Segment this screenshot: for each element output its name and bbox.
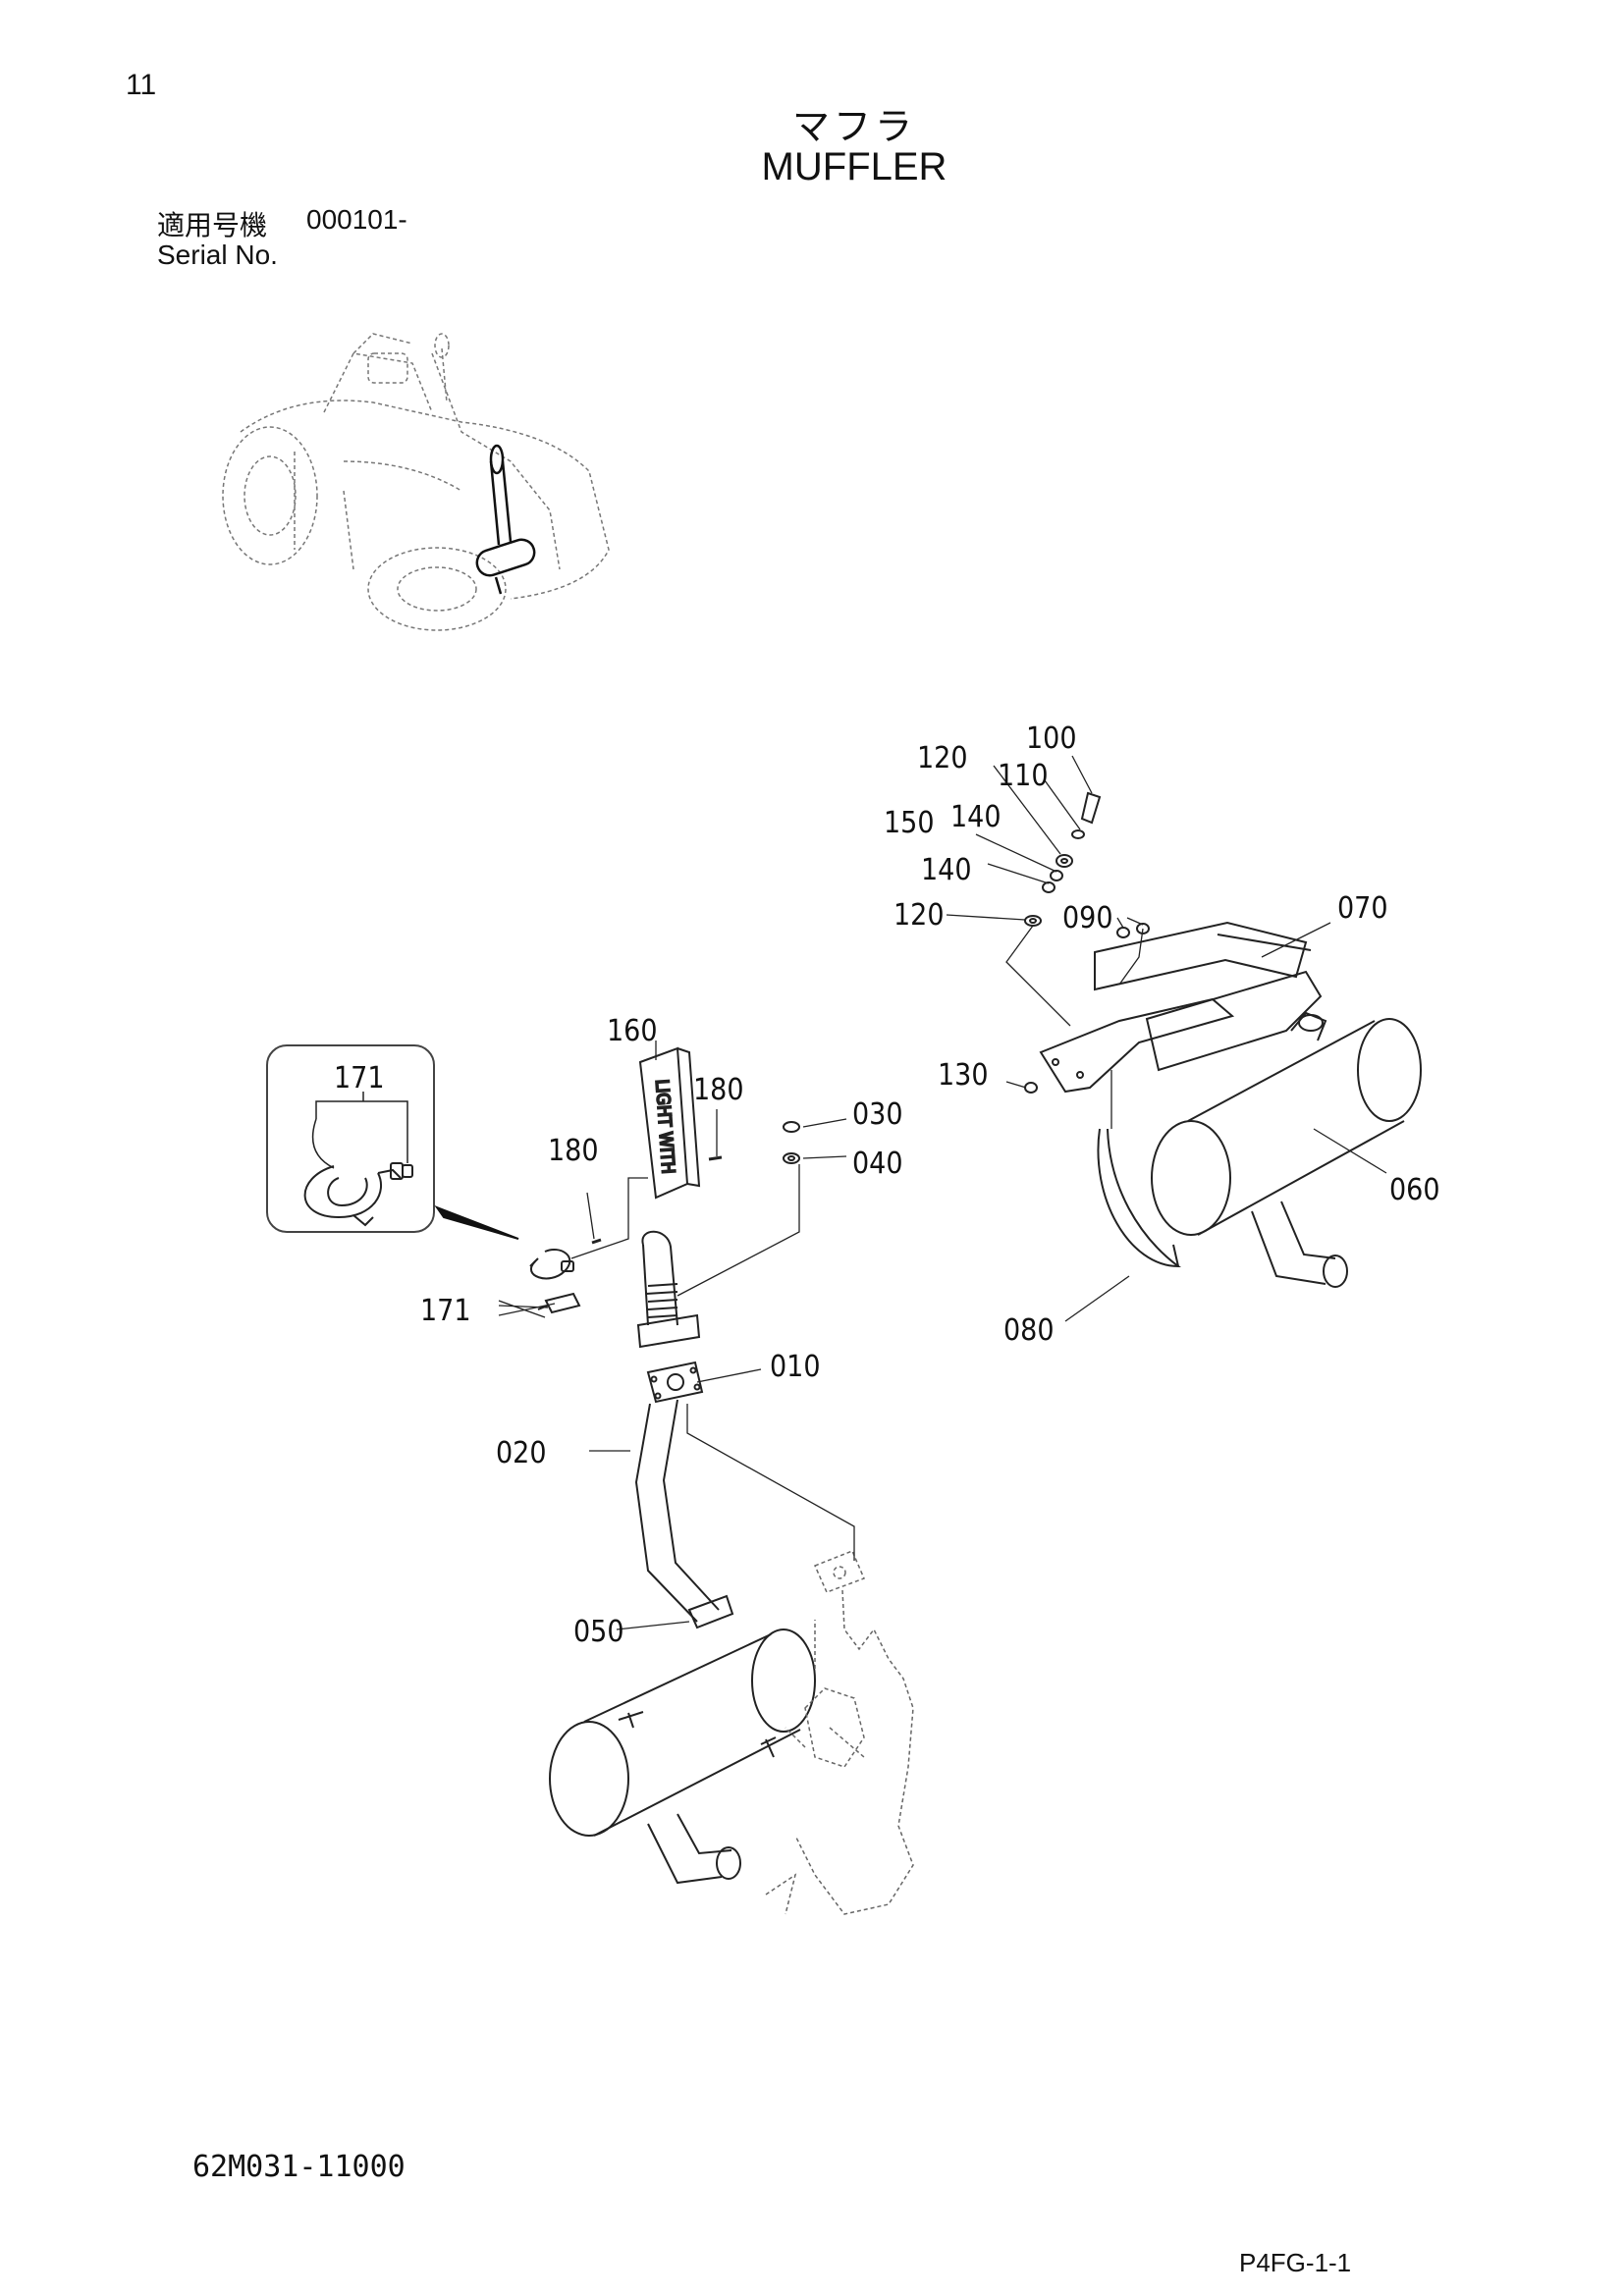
page-code: P4FG-1-1 (1239, 2248, 1352, 2277)
clamp-050 (687, 1594, 734, 1629)
page-number: 11 (126, 69, 157, 101)
callout-130: 130 (938, 1058, 989, 1093)
serial-label-japanese: 適用号機 (157, 209, 268, 241)
serial-label: Serial No. (157, 240, 278, 270)
engine-outline (765, 1550, 914, 1915)
callout-160: 160 (607, 1014, 658, 1048)
exhaust-elbow (636, 1230, 701, 1349)
callout-030: 030 (852, 1097, 903, 1132)
clamp-171 (529, 1249, 581, 1314)
page-title: MUFFLER (761, 145, 947, 188)
callout-010: 010 (770, 1350, 821, 1384)
callout-070: 070 (1337, 891, 1388, 926)
muffler-stay-070 (1094, 921, 1323, 1072)
callout-060: 060 (1389, 1173, 1440, 1207)
callout-100: 100 (1026, 721, 1077, 756)
muffler-band-080 (1097, 1128, 1182, 1268)
callout-140: 140 (950, 800, 1001, 834)
callout-120: 120 (917, 741, 968, 775)
nut-030 (783, 1121, 800, 1133)
bolts-180 (591, 1155, 723, 1245)
inset-pointer-arrow (434, 1204, 519, 1240)
tractor-overview-illustration (222, 333, 610, 631)
clamp-detail-inset (266, 1044, 435, 1233)
callout-171: 171 (420, 1294, 471, 1328)
heat-guard-label: LIGHT WITH (651, 1079, 678, 1175)
callout-180: 180 (548, 1134, 599, 1168)
callout-120: 120 (893, 898, 945, 933)
muffler-right-060 (1151, 1011, 1422, 1288)
callout-180: 180 (693, 1073, 744, 1107)
serial-number-value: 000101- (306, 204, 407, 235)
callout-050: 050 (573, 1615, 624, 1649)
callout-040: 040 (852, 1147, 903, 1181)
callout-020: 020 (496, 1436, 547, 1470)
callout-numbers: 100 110 120 140 150 140 120 090 070 130 … (334, 721, 1440, 1649)
callout-140: 140 (921, 853, 972, 887)
muffler-left (549, 1629, 816, 1885)
fastener-stack (1024, 791, 1150, 1094)
callout-110: 110 (998, 759, 1049, 793)
leader-lines (498, 755, 1387, 1630)
callout-171: 171 (334, 1061, 385, 1095)
callout-080: 080 (1003, 1313, 1055, 1348)
callout-150: 150 (884, 806, 935, 840)
mounting-plate-130 (1039, 997, 1235, 1094)
heat-guard-160: LIGHT WITH (638, 1046, 701, 1200)
callout-090: 090 (1062, 901, 1113, 935)
page-title-japanese: マフラ (791, 105, 916, 148)
document-code: 62M031-11000 (192, 2150, 406, 2184)
tractor-muffler-highlight (475, 444, 536, 595)
gasket-010 (646, 1361, 704, 1404)
washer-040 (783, 1152, 800, 1164)
exhaust-pipe-020 (634, 1403, 698, 1623)
